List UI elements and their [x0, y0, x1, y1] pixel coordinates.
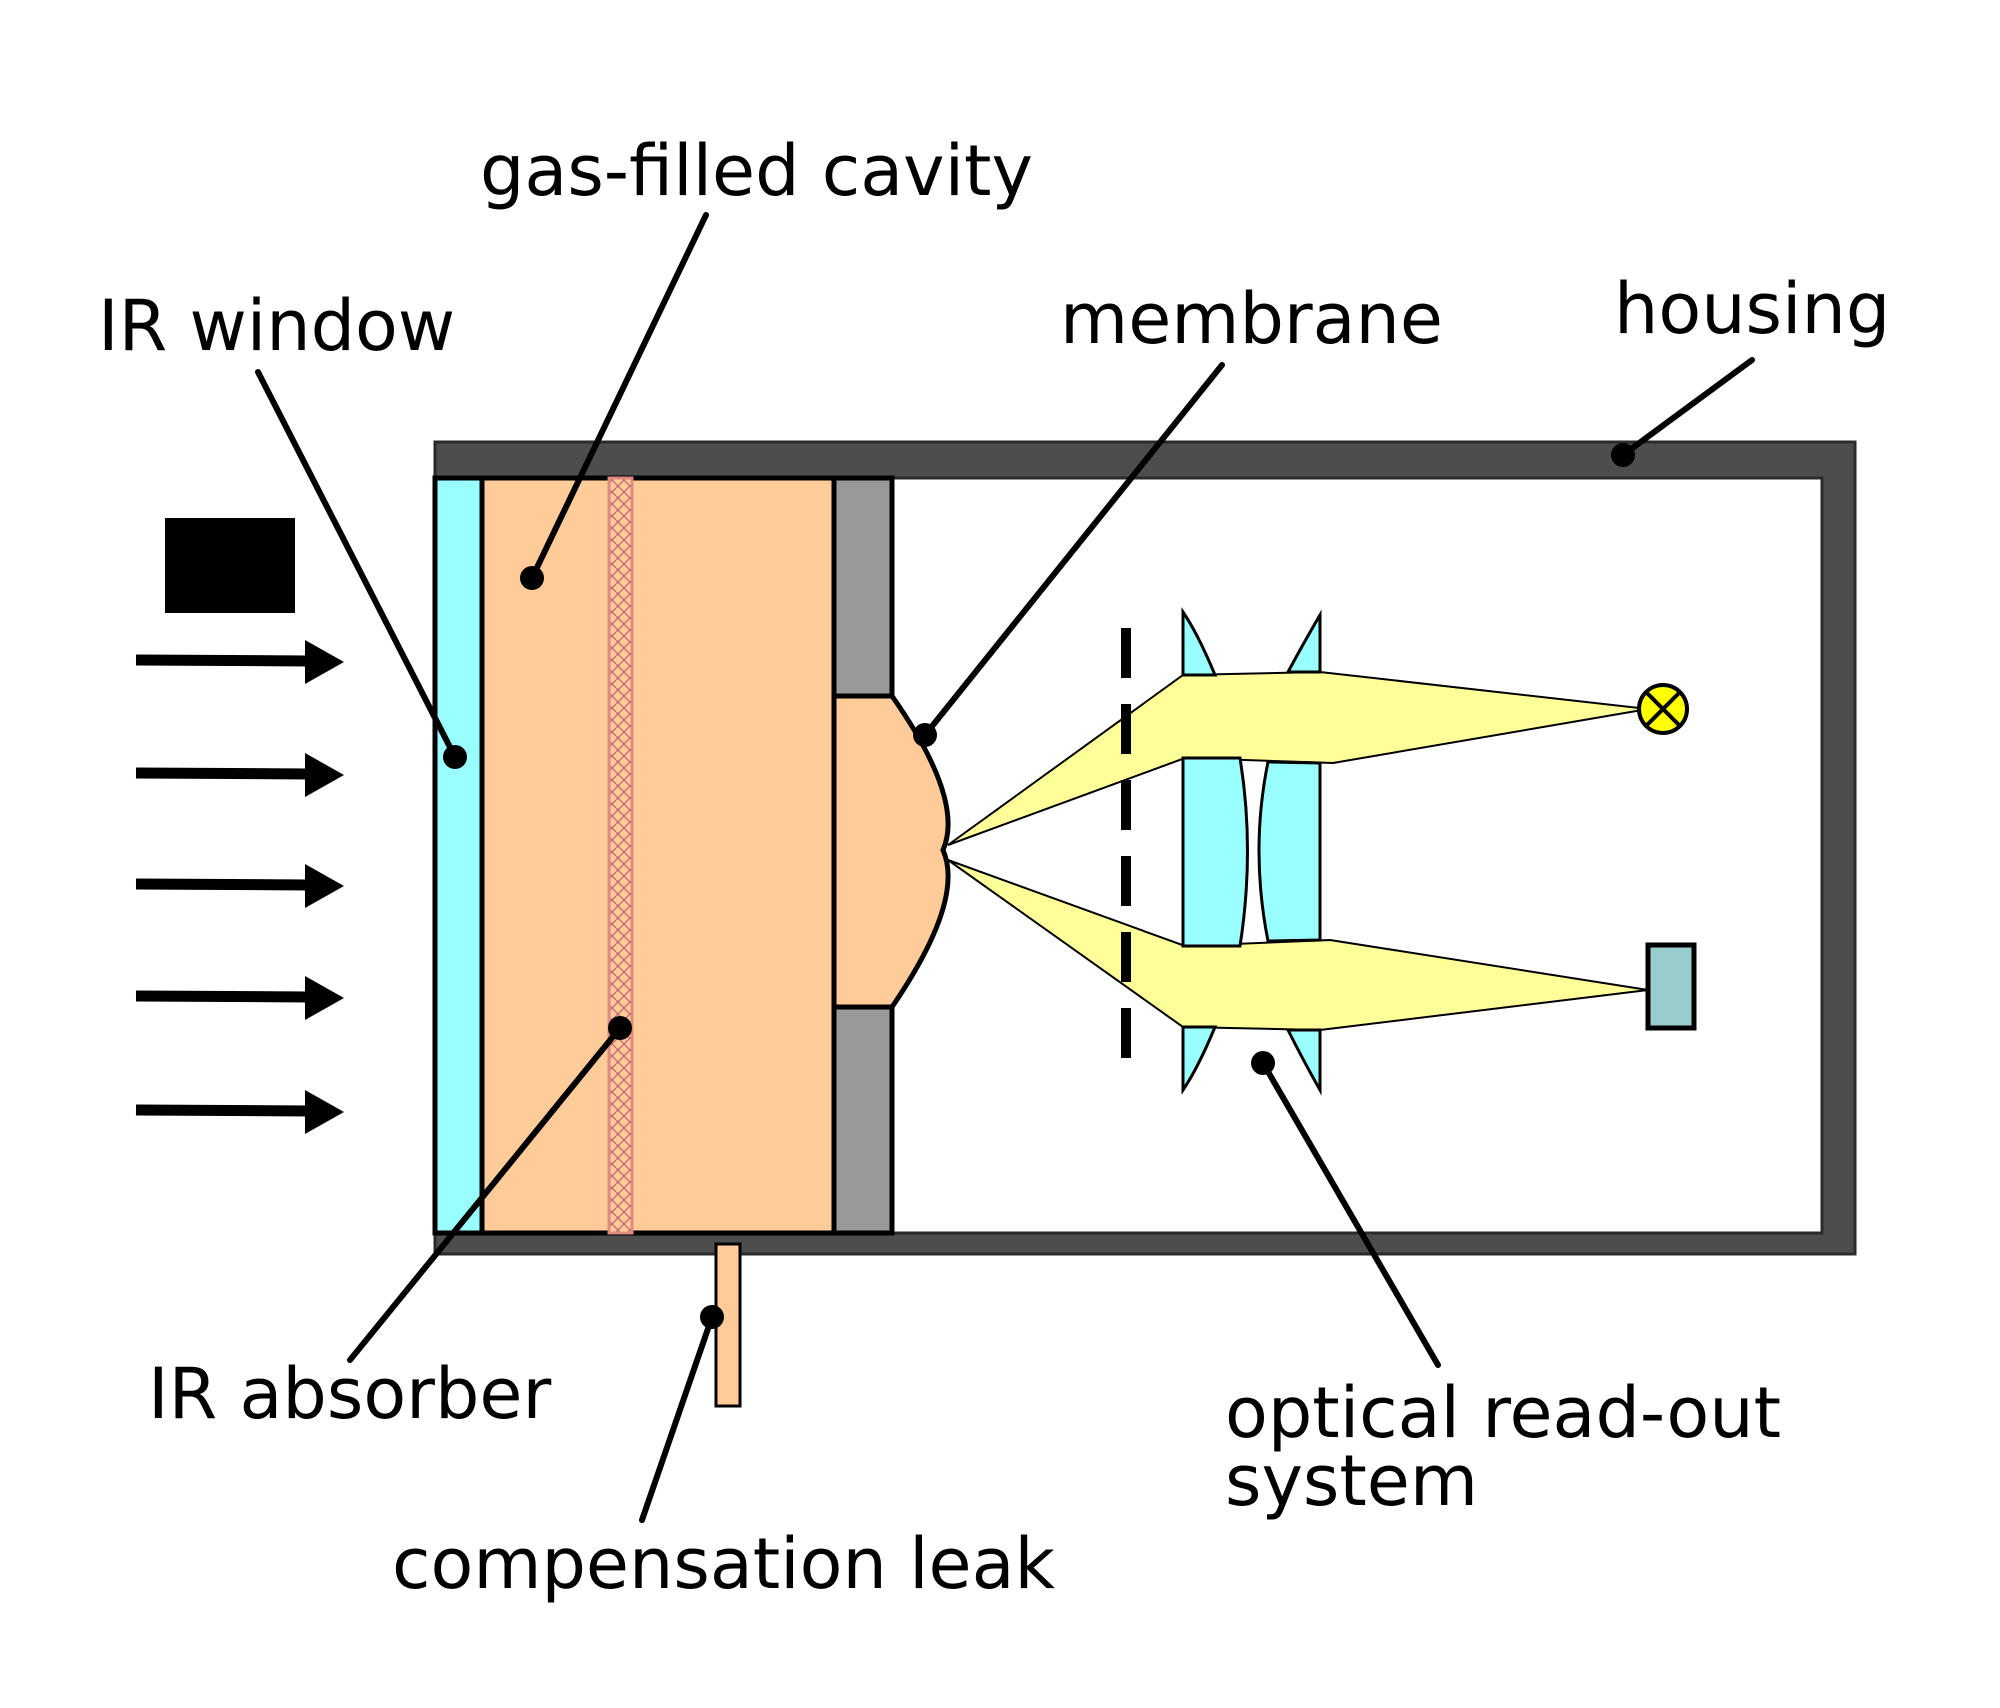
arrow-right-icon	[135, 864, 344, 908]
leader-dot-ir-absorber	[608, 1016, 632, 1040]
arrow-right-icon	[135, 1090, 344, 1134]
ir-source-block	[165, 518, 295, 613]
lens-left-bottom	[1181, 1025, 1218, 1095]
lamp-icon	[1637, 683, 1689, 735]
arrow-right-icon	[135, 753, 344, 797]
label-gas-filled-cavity: gas-filled cavity	[480, 130, 1033, 212]
label-membrane: membrane	[1060, 278, 1443, 360]
lens-left-top	[1181, 607, 1218, 677]
leader-dot-ir-window	[443, 745, 467, 769]
arrow-right-icon	[135, 976, 344, 1020]
label-optical-readout-line1: optical read-out	[1225, 1372, 1781, 1454]
label-housing: housing	[1614, 268, 1890, 350]
label-ir-absorber: IR absorber	[148, 1353, 551, 1435]
optical-lenses	[1181, 607, 1322, 1096]
leader-dot-housing	[1611, 443, 1635, 467]
ir-window	[432, 475, 485, 1236]
membrane	[831, 693, 951, 1010]
gas-filled-cavity	[479, 475, 837, 1236]
lens-right-top	[1285, 609, 1322, 674]
lens-left-middle	[1181, 756, 1249, 948]
label-optical-readout-line2: system	[1225, 1440, 1478, 1522]
ir-absorber	[607, 476, 634, 1235]
label-ir-window: IR window	[98, 285, 455, 367]
arrow-right-icon	[135, 640, 344, 684]
detector-icon	[1645, 942, 1697, 1031]
leader-dot-optical-readout	[1251, 1051, 1275, 1075]
leader-dot-membrane	[913, 723, 937, 747]
ir-radiation-arrows	[135, 640, 344, 1134]
membrane-holder-top	[831, 475, 895, 699]
leader-dot-gas-filled-cavity	[520, 566, 544, 590]
lens-right-middle	[1257, 760, 1322, 943]
label-compensation-leak: compensation leak	[392, 1523, 1055, 1605]
lens-right-bottom	[1285, 1028, 1322, 1096]
leader-dot-compensation-leak	[700, 1305, 724, 1329]
membrane-holder-bottom	[831, 1004, 895, 1236]
leader-lines	[255, 212, 1755, 1523]
